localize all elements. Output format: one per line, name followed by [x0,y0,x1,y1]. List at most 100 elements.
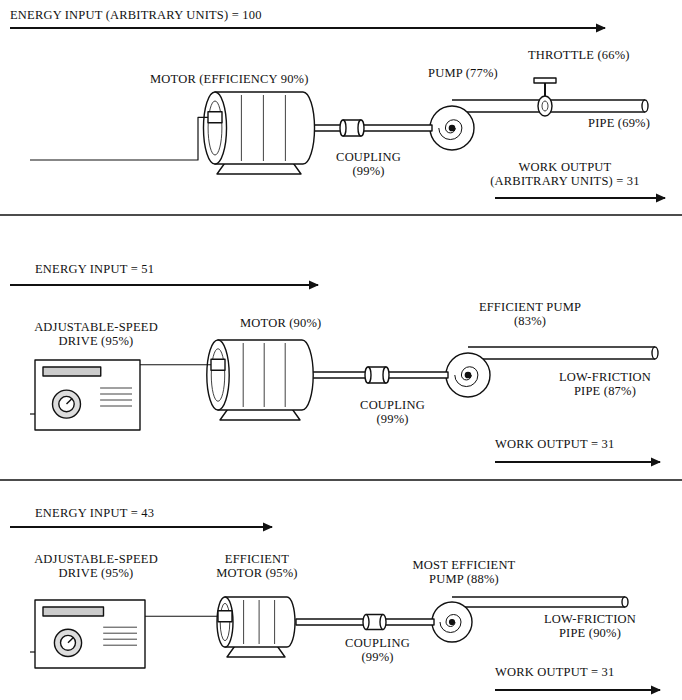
coupling-drawing [363,615,386,630]
drawing-stroke [100,400,132,401]
motor-drawing [203,92,314,174]
drawing-stroke [241,95,242,161]
panel-separator [0,479,682,481]
coupling-drawing [365,367,389,383]
flow-arrow [10,284,318,286]
component-label: EFFICIENT MOTOR (95%) [212,552,302,581]
drawing-stroke [103,639,137,640]
drawing-stroke [103,633,137,634]
drawing-stroke [103,627,137,628]
drawing-stroke [534,78,556,83]
drawing-stroke [203,92,226,164]
drawing-stroke [432,602,472,642]
drawing-stroke [449,125,454,130]
component-label: COUPLING (99%) [331,150,406,179]
flow-arrow [495,197,665,199]
drawing-stroke [35,600,145,668]
drawing-stroke [243,343,244,407]
panel-separator [0,214,682,216]
drawing-stroke [465,372,470,377]
drawing-stroke [446,353,490,397]
work-output-label: WORK OUTPUT (ARBITRARY UNITS) = 31 [490,160,640,189]
drawing-stroke [363,615,369,630]
component-label: MOTOR (EFFICIENCY 90%) [150,72,309,86]
drawing-stroke [243,600,244,644]
drawing-stroke [285,343,286,407]
drawing-stroke [103,645,137,646]
drawing-stroke [208,101,222,155]
drawing-stroke [217,597,233,647]
drawing-stroke [439,120,462,140]
work-output-label: WORK OUTPUT = 31 [495,437,614,451]
drawing-stroke [59,396,74,411]
drawing-stroke [340,120,346,136]
shaft-drawing [312,125,432,131]
drawing-stroke [264,343,265,407]
drawing-stroke [430,106,474,150]
drawing-stroke [468,358,655,359]
drawing-stroke [225,597,295,647]
drawing-stroke [383,367,389,383]
power-wire [30,117,208,160]
motor-drawing [217,597,295,657]
flow-arrow [10,526,272,528]
flow-arrow [495,689,660,691]
drawing-stroke [30,117,208,160]
drawing-stroke [642,100,648,112]
throttle-drawing [534,78,556,116]
drawing-stroke [468,346,655,347]
drawing-stroke [259,600,260,644]
drawing-stroke [140,364,211,365]
drawing-stroke [53,390,81,418]
drawing-stroke [43,367,101,376]
power-wire [140,364,211,365]
drawing-stroke [312,125,432,131]
drawing-stroke [365,367,371,383]
drawing-stroke [380,615,386,630]
drawing-stroke [68,637,73,642]
component-label: MOTOR (90%) [240,316,321,330]
component-label: LOW-FRICTION PIPE (90%) [540,612,640,641]
drawing-stroke [274,600,275,644]
drawing-stroke [263,95,264,161]
drawing-stroke [30,651,35,652]
component-label: MOST EFFICIENT PUMP (88%) [408,558,520,587]
drawing-stroke [622,597,628,607]
drawing-stroke [145,616,218,617]
component-label: PIPE (69%) [588,116,650,130]
drawing-stroke [542,101,548,111]
drawing-stroke [100,388,132,389]
drawing-stroke [452,606,625,607]
component-label: LOW-FRICTION PIPE (87%) [555,370,655,399]
drawing-stroke [208,112,222,123]
flow-arrow [495,461,660,463]
drawing-stroke [452,596,625,597]
drawing-stroke [652,347,658,359]
power-wire [30,413,35,414]
drive-drawing [35,360,140,430]
drawing-stroke [100,406,132,407]
drawing-stroke [440,615,461,633]
component-label: EFFICIENT PUMP (83%) [475,300,585,329]
drawing-stroke [100,394,132,395]
component-label: PUMP (77%) [428,66,498,80]
drawing-stroke [218,340,313,410]
drawing-stroke [285,95,286,161]
component-label: ADJUSTABLE-SPEED DRIVE (95%) [26,320,166,349]
component-label: ADJUSTABLE-SPEED DRIVE (95%) [26,552,166,581]
drawing-stroke [67,399,73,405]
energy-input-label: ENERGY INPUT (ARBITRARY UNITS) = 100 [10,8,262,22]
drive-drawing [35,600,145,668]
drawing-stroke [538,96,552,116]
energy-input-label: ENERGY INPUT = 43 [35,506,154,520]
power-wire [145,616,218,617]
motor-drawing [207,340,313,420]
drawing-stroke [30,413,35,414]
drawing-stroke [35,360,140,430]
energy-input-label: ENERGY INPUT = 51 [35,262,154,276]
drawing-stroke [61,635,76,650]
power-wire [30,651,35,652]
drawing-stroke [358,120,364,136]
